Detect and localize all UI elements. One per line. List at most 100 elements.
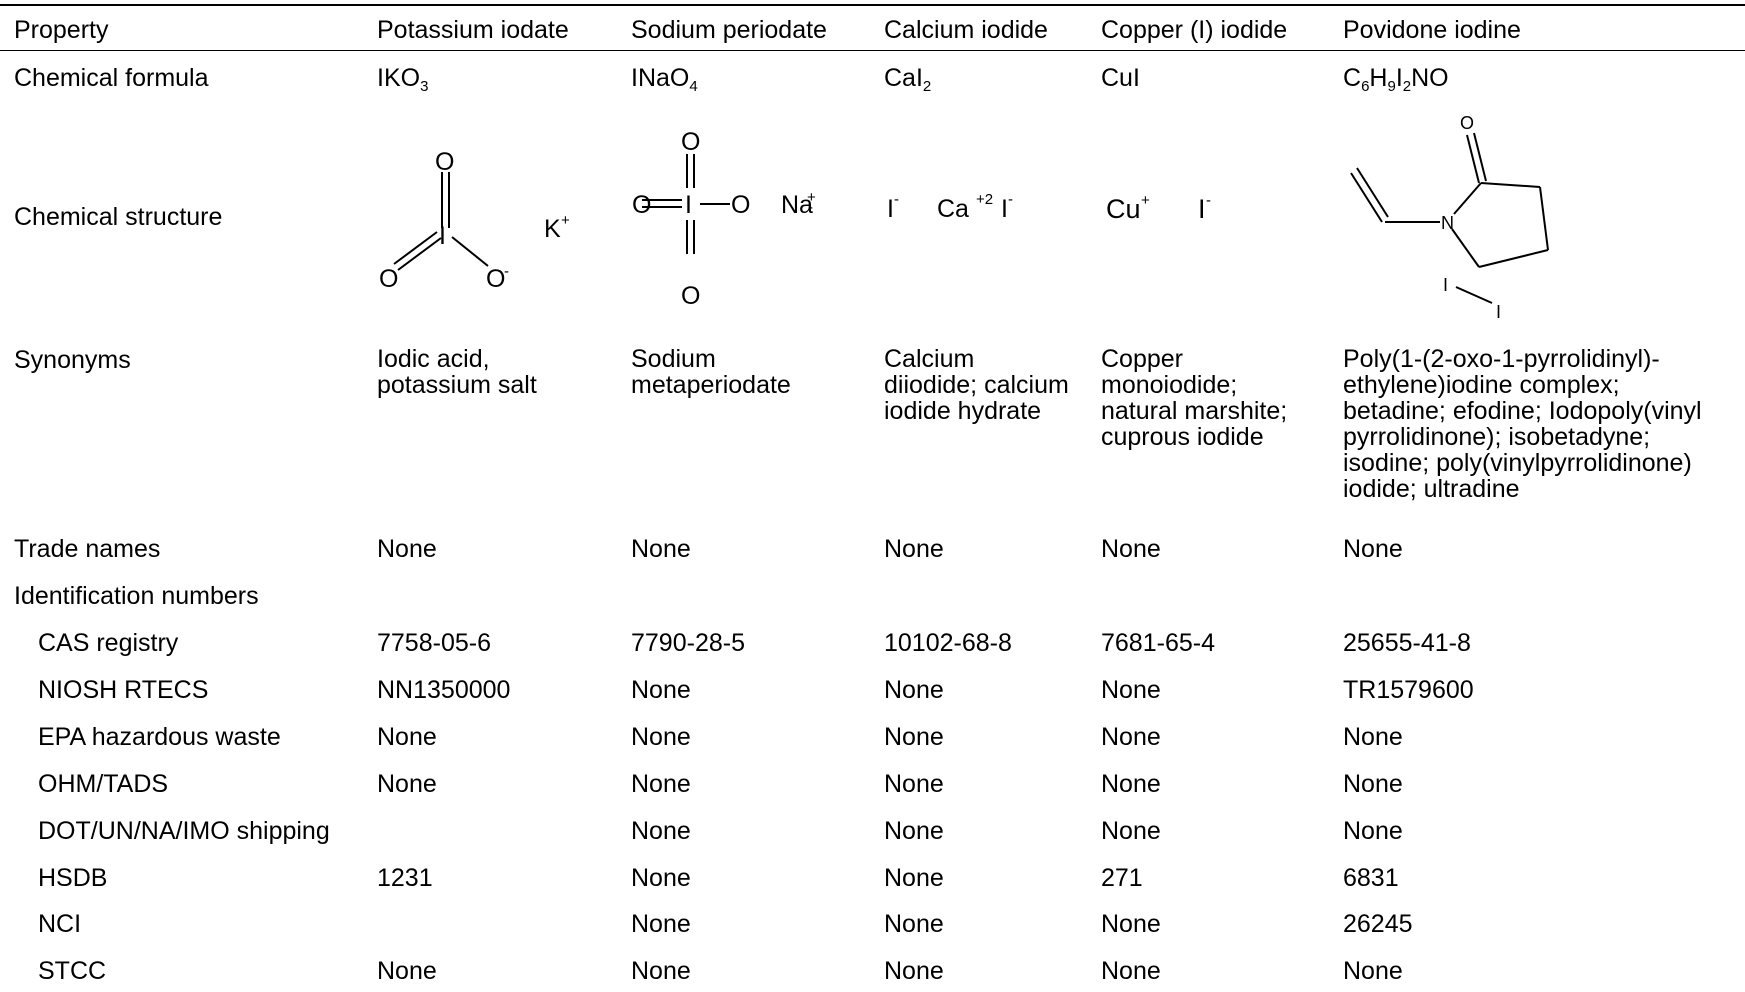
cas-registry-potassium-iodate: 7758-05-6 xyxy=(377,629,491,657)
atom-o-left: O xyxy=(632,191,651,219)
formula-calcium-iodide: CaI2 xyxy=(884,64,932,95)
column-header-sodium-periodate: Sodium periodate xyxy=(631,16,827,44)
atom-k: K xyxy=(544,215,561,243)
synonym-line: metaperiodate xyxy=(631,371,791,399)
bond-c3-c4 xyxy=(1539,186,1549,251)
charge-i-2-negative: - xyxy=(1008,191,1013,208)
synonym-line: iodide hydrate xyxy=(884,397,1042,425)
synonym-line: Sodium xyxy=(631,345,716,373)
formula-copper-iodide: CuI xyxy=(1101,64,1140,92)
charge-cu-positive: + xyxy=(1141,192,1150,209)
bond-c5-n xyxy=(1451,228,1480,268)
atom-i-1: I xyxy=(887,195,894,223)
atom-o-top: O xyxy=(435,148,454,176)
column-header-povidone-iodine: Povidone iodine xyxy=(1343,16,1521,44)
bond-i-o-right xyxy=(451,236,489,267)
atom-o-bottom: O xyxy=(681,282,700,310)
synonym-line: diiodide; calcium xyxy=(884,371,1069,399)
niosh-rtecs-povidone-iodine: TR1579600 xyxy=(1343,676,1474,704)
atom-o-top: O xyxy=(681,128,700,156)
stcc-povidone-iodine: None xyxy=(1343,957,1403,985)
cas-registry-povidone-iodine: 25655-41-8 xyxy=(1343,629,1471,657)
atom-i: I xyxy=(685,191,692,219)
synonym-line: ethylene)iodine complex; xyxy=(1343,371,1620,399)
charge-na-positive: + xyxy=(807,189,816,206)
atom-i-2: I xyxy=(1001,195,1008,223)
atom-ca: Ca xyxy=(937,195,969,223)
column-header-copper-iodide: Copper (I) iodide xyxy=(1101,16,1288,44)
bond-vinyl-double-1 xyxy=(1350,172,1383,223)
ohm-tads-povidone-iodine: None xyxy=(1343,770,1403,798)
formula-povidone-iodine: C6H9I2NO xyxy=(1343,64,1449,95)
row-label-cas-registry: CAS registry xyxy=(38,629,179,657)
formula-subscript: 4 xyxy=(689,78,698,95)
synonym-line: Iodic acid, xyxy=(377,345,490,373)
bond-carbonyl-2 xyxy=(1473,132,1487,182)
charge-k-positive: + xyxy=(561,212,570,229)
atom-i-2: I xyxy=(1496,302,1501,322)
structure-calcium-iodide: I - Ca +2 I - xyxy=(887,191,1013,223)
row-label-trade-names: Trade names xyxy=(14,535,161,563)
epa-hazardous-waste-potassium-iodate: None xyxy=(377,723,437,751)
row-label-identification-numbers: Identification numbers xyxy=(14,582,259,610)
synonym-line: Calcium xyxy=(884,345,975,373)
synonym-line: Copper xyxy=(1101,345,1183,373)
ohm-tads-calcium-iodide: None xyxy=(884,770,944,798)
synonym-line: iodide; ultradine xyxy=(1343,475,1520,503)
charge-i-negative: - xyxy=(1206,192,1211,209)
charge-ca-positive: +2 xyxy=(976,191,993,208)
formula-potassium-iodate: IKO3 xyxy=(377,64,429,95)
bond-i-o-left-2 xyxy=(397,237,442,271)
niosh-rtecs-calcium-iodide: None xyxy=(884,676,944,704)
structure-copper-iodide: Cu + I - xyxy=(1106,192,1211,224)
cas-registry-calcium-iodide: 10102-68-8 xyxy=(884,629,1012,657)
row-label-chemical-formula: Chemical formula xyxy=(14,64,209,92)
atom-o-left: O xyxy=(379,265,398,293)
trade-names-calcium-iodide: None xyxy=(884,535,944,563)
synonym-line: cuprous iodide xyxy=(1101,423,1264,451)
formula-subscript: 6 xyxy=(1361,78,1370,95)
niosh-rtecs-potassium-iodate: NN1350000 xyxy=(377,676,511,704)
synonym-line: isodine; poly(vinylpyrrolidinone) xyxy=(1343,449,1692,477)
atom-na: Na xyxy=(781,191,813,219)
formula-subscript: 2 xyxy=(1402,78,1412,95)
synonym-line: Poly(1-(2-oxo-1-pyrrolidinyl)- xyxy=(1343,345,1660,373)
nci-copper-iodide: None xyxy=(1101,910,1161,938)
row-label-nci: NCI xyxy=(38,910,82,938)
ohm-tads-copper-iodide: None xyxy=(1101,770,1161,798)
stcc-potassium-iodate: None xyxy=(377,957,437,985)
ohm-tads-sodium-periodate: None xyxy=(631,770,691,798)
niosh-rtecs-copper-iodide: None xyxy=(1101,676,1161,704)
atom-o-right: O xyxy=(731,191,750,219)
formula-subscript: 3 xyxy=(420,78,429,95)
row-label-synonyms: Synonyms xyxy=(14,346,131,374)
structure-sodium-periodate: O O I O O Na + - xyxy=(632,128,816,310)
nci-sodium-periodate: None xyxy=(631,910,691,938)
hsdb-copper-iodide: 271 xyxy=(1101,864,1143,892)
synonym-line: natural marshite; xyxy=(1101,397,1288,425)
atom-i-1: I xyxy=(1443,275,1448,295)
cas-registry-sodium-periodate: 7790-28-5 xyxy=(631,629,745,657)
structure-povidone-iodine: O N I I xyxy=(1350,113,1549,322)
synonym-line: pyrrolidinone); isobetadyne; xyxy=(1343,423,1651,451)
atom-cu: Cu xyxy=(1106,194,1141,224)
hsdb-sodium-periodate: None xyxy=(631,864,691,892)
table-header-rule xyxy=(0,50,1745,51)
trade-names-potassium-iodate: None xyxy=(377,535,437,563)
column-header-calcium-iodide: Calcium iodide xyxy=(884,16,1048,44)
structure-potassium-iodate: O I O O - K + xyxy=(379,148,570,293)
atom-o-right: O xyxy=(486,265,505,293)
formula-subscript: 9 xyxy=(1387,78,1396,95)
trade-names-sodium-periodate: None xyxy=(631,535,691,563)
synonym-line: monoiodide; xyxy=(1101,371,1238,399)
hsdb-potassium-iodate: 1231 xyxy=(377,864,433,892)
table-top-rule xyxy=(0,4,1745,6)
charge-o-negative: - xyxy=(808,199,813,216)
stcc-calcium-iodide: None xyxy=(884,957,944,985)
bond-c2-c3 xyxy=(1480,182,1541,188)
ohm-tads-potassium-iodate: None xyxy=(377,770,437,798)
bond-i-o-left-1 xyxy=(393,231,438,265)
synonyms-povidone-iodine: Poly(1-(2-oxo-1-pyrrolidinyl)-ethylene)i… xyxy=(1343,346,1702,502)
